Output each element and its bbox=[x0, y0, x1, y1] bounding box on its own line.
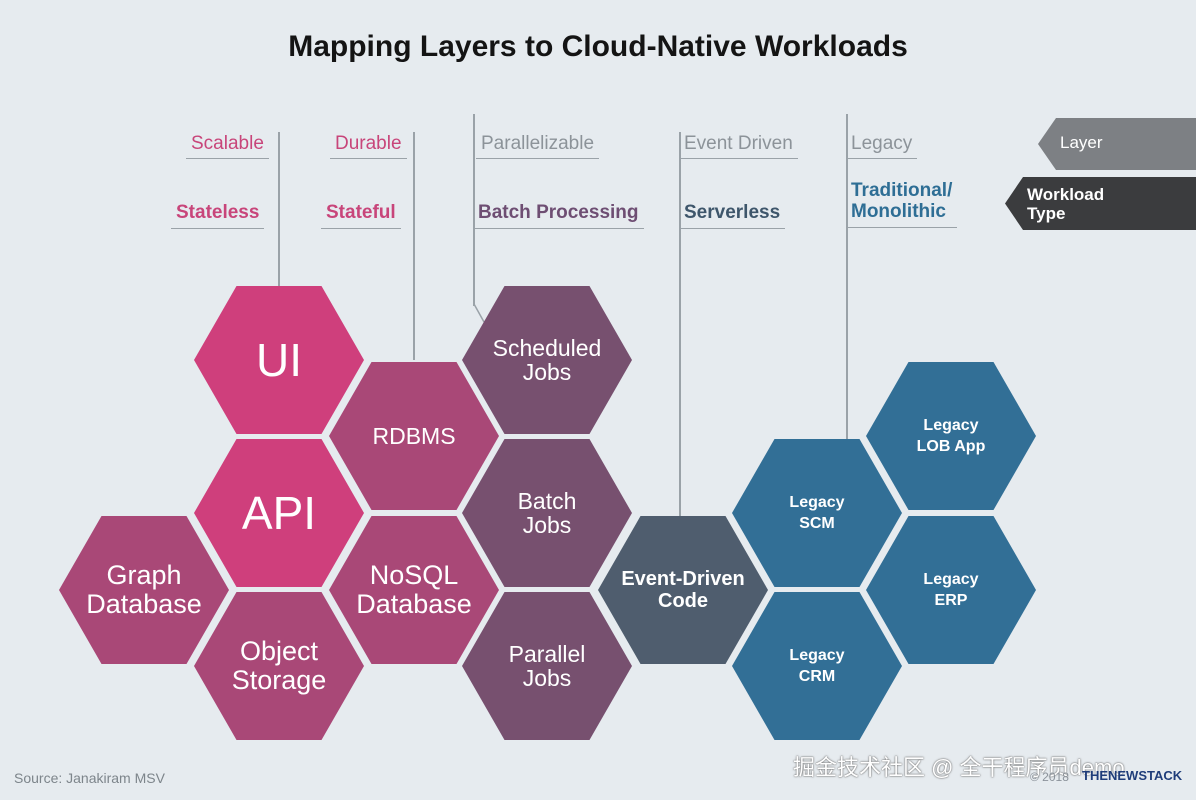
hex-legacy-erp: Legacy ERP bbox=[866, 516, 1036, 664]
diagram-title: Mapping Layers to Cloud-Native Workloads bbox=[288, 30, 908, 63]
connector-batch-bend bbox=[473, 303, 485, 323]
hex-event-driven-code-label: Event-Driven Code bbox=[621, 568, 745, 612]
hex-event-driven-code: Event-Driven Code bbox=[598, 516, 768, 664]
hex-rdbms-label: RDBMS bbox=[372, 423, 456, 449]
source-credit: Source: Janakiram MSV bbox=[14, 770, 165, 786]
hex-object-storage-label: Object Storage bbox=[231, 636, 327, 695]
layer-label-scalable: Scalable bbox=[186, 133, 269, 159]
legend-layer-tag: Layer bbox=[1038, 118, 1196, 170]
hex-legacy-scm-label: Legacy SCM bbox=[789, 494, 845, 532]
workload-label-batch-processing: Batch Processing bbox=[473, 202, 644, 229]
hex-graph-database: Graph Database bbox=[59, 516, 229, 664]
hex-nosql-database: NoSQL Database bbox=[329, 516, 499, 664]
copyright: © 2018 bbox=[1030, 770, 1069, 784]
workload-label-stateful: Stateful bbox=[321, 202, 401, 229]
legend-workload-tag: Workload Type bbox=[1005, 177, 1196, 230]
hex-api: API bbox=[194, 439, 364, 587]
hex-nosql-database-label: NoSQL Database bbox=[356, 560, 472, 619]
legend-layer-label: Layer bbox=[1060, 133, 1103, 152]
hex-batch-jobs-label: Batch Jobs bbox=[517, 488, 577, 538]
brand-logo: THENEWSTACK bbox=[1082, 768, 1183, 783]
hex-legacy-lob-app: Legacy LOB App bbox=[866, 362, 1036, 510]
layer-label-legacy: Legacy bbox=[846, 133, 918, 159]
connector-stateful bbox=[413, 132, 415, 360]
hex-legacy-lob-app-label: Legacy LOB App bbox=[916, 417, 986, 455]
hex-ui: UI bbox=[194, 286, 364, 434]
hex-graph-database-label: Graph Database bbox=[86, 560, 202, 619]
connector-stateless bbox=[278, 132, 280, 286]
hex-object-storage: Object Storage bbox=[194, 592, 364, 740]
workload-label-serverless: Serverless bbox=[679, 202, 786, 229]
hex-legacy-crm-label: Legacy CRM bbox=[789, 647, 845, 685]
workload-label-traditional-monolithic: Traditional/ Monolithic bbox=[846, 180, 958, 228]
hex-batch-jobs: Batch Jobs bbox=[462, 439, 632, 587]
layer-label-parallelizable: Parallelizable bbox=[476, 133, 600, 159]
legend-workload-label: Workload Type bbox=[1027, 185, 1105, 223]
connector-legacy bbox=[846, 114, 848, 440]
hex-parallel-jobs-label: Parallel Jobs bbox=[508, 641, 586, 691]
hex-api-label: API bbox=[241, 487, 317, 539]
layer-label-durable: Durable bbox=[330, 133, 407, 159]
connector-serverless bbox=[679, 132, 681, 516]
hex-parallel-jobs: Parallel Jobs bbox=[462, 592, 632, 740]
hex-legacy-scm: Legacy SCM bbox=[732, 439, 902, 587]
hex-ui-label: UI bbox=[256, 334, 302, 386]
workload-label-stateless: Stateless bbox=[171, 202, 265, 229]
watermark: 掘金技术社区 @ 全干程序员demo bbox=[793, 755, 1125, 780]
hex-rdbms: RDBMS bbox=[329, 362, 499, 510]
hex-legacy-crm: Legacy CRM bbox=[732, 592, 902, 740]
layer-label-event-driven: Event Driven bbox=[679, 133, 798, 159]
hex-scheduled-jobs-label: Scheduled Jobs bbox=[492, 335, 602, 385]
connector-batch bbox=[473, 114, 475, 306]
hex-legacy-erp-label: Legacy ERP bbox=[923, 571, 979, 609]
